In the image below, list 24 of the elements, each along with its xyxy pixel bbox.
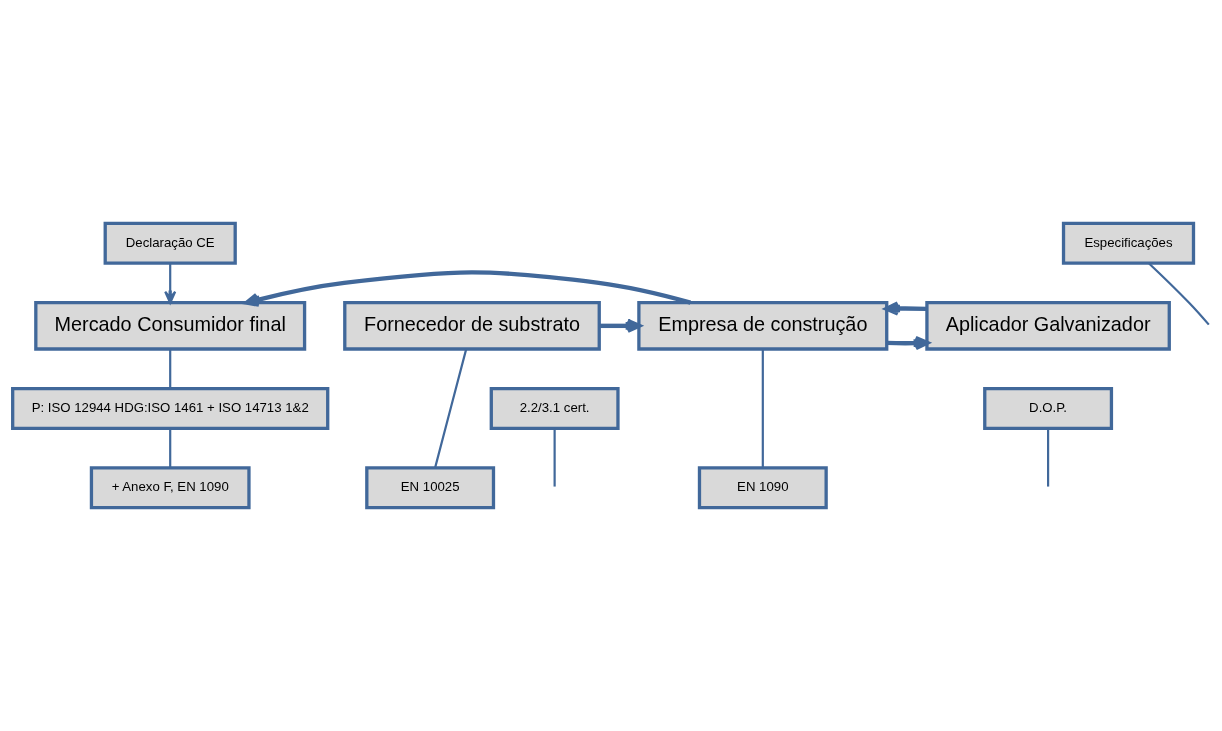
node-box: P: ISO 12944 HDG:ISO 1461 + ISO 14713 1&2 [11,387,330,430]
connector [1148,262,1210,326]
connector [169,428,172,468]
node-box: Empresa de construção [637,301,889,351]
node-box: Mercado Consumidor final [34,301,307,351]
node-box: EN 10025 [365,466,496,510]
node-box: Fornecedor de substrato [343,301,601,351]
node-box: Especificações [1061,221,1196,265]
arrow [164,263,177,304]
connector [761,349,764,468]
connector [434,348,468,468]
node-box: + Anexo F, EN 1090 [89,466,251,510]
node-box: Aplicador Galvanizador [925,301,1171,351]
connector [1047,428,1050,487]
arrow [244,270,692,307]
node-box: Declaração CE [103,221,237,265]
connector [553,428,556,487]
node-box: EN 1090 [697,466,828,510]
arrow [886,335,930,351]
arrow [599,318,642,333]
arrow [884,301,927,316]
node-box: D.O.P. [983,387,1114,430]
connector [169,349,172,389]
node-box: 2.2/3.1 cert. [489,387,620,430]
